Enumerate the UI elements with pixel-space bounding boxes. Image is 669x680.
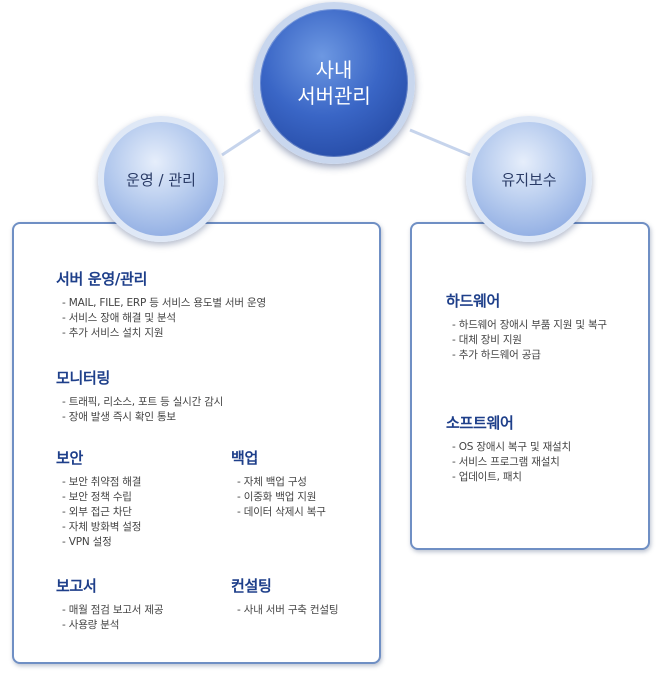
list-item: 장애 발생 즉시 확인 통보 xyxy=(56,410,223,425)
maintenance-panel: 하드웨어 하드웨어 장애시 부품 지원 및 복구 대체 장비 지원 추가 하드웨… xyxy=(410,222,650,550)
monitoring-list: 트래픽, 리소스, 포트 등 실시간 감시 장애 발생 즉시 확인 통보 xyxy=(56,395,224,425)
backup-section: 백업 자체 백업 구성 이중화 백업 지원 데이터 삭제시 복구 xyxy=(231,447,326,520)
backup-title: 백업 xyxy=(231,449,259,467)
center-node: 사내 서버관리 xyxy=(253,2,415,164)
hardware-list: 하드웨어 장애시 부품 지원 및 복구 대체 장비 지원 추가 하드웨어 공급 xyxy=(446,318,607,363)
consulting-section: 컨설팅 사내 서버 구축 컨설팅 xyxy=(231,575,338,618)
list-item: 이중화 백업 지원 xyxy=(231,490,326,505)
list-item: 대체 장비 지원 xyxy=(446,333,607,348)
list-item: 하드웨어 장애시 부품 지원 및 복구 xyxy=(446,318,607,333)
list-item: 트래픽, 리소스, 포트 등 실시간 감시 xyxy=(56,395,224,410)
maintenance-node-label: 유지보수 xyxy=(501,170,557,189)
report-section: 보고서 매월 점검 보고서 제공 사용량 분석 xyxy=(56,575,163,633)
list-item: MAIL, FILE, ERP 등 서비스 용도별 서버 운영 xyxy=(56,296,266,311)
list-item: 업데이트, 패치 xyxy=(446,470,571,485)
server-ops-title: 서버 운영/관리 xyxy=(56,270,148,288)
list-item: 서비스 장애 해결 및 분석 xyxy=(56,311,266,326)
report-title: 보고서 xyxy=(56,577,97,595)
server-ops-section: 서버 운영/관리 MAIL, FILE, ERP 등 서비스 용도별 서버 운영… xyxy=(56,268,266,341)
hardware-section: 하드웨어 하드웨어 장애시 부품 지원 및 복구 대체 장비 지원 추가 하드웨… xyxy=(446,290,607,363)
server-ops-list: MAIL, FILE, ERP 등 서비스 용도별 서버 운영 서비스 장애 해… xyxy=(56,296,266,341)
security-title: 보안 xyxy=(56,449,84,467)
software-section: 소프트웨어 OS 장애시 복구 및 재설치 서비스 프로그램 재설치 업데이트,… xyxy=(446,412,571,485)
list-item: 매월 점검 보고서 제공 xyxy=(56,603,164,618)
list-item: 추가 하드웨어 공급 xyxy=(446,348,607,363)
center-node-line2: 서버관리 xyxy=(297,84,371,108)
software-title: 소프트웨어 xyxy=(446,414,514,432)
list-item: 보안 정책 수립 xyxy=(56,490,141,505)
security-list: 보안 취약점 해결 보안 정책 수립 외부 접근 차단 자체 방화벽 설정 VP… xyxy=(56,475,142,550)
list-item: OS 장애시 복구 및 재설치 xyxy=(446,440,571,455)
list-item: 외부 접근 차단 xyxy=(56,505,141,520)
operations-node: 운영 / 관리 xyxy=(98,116,224,242)
list-item: 보안 취약점 해결 xyxy=(56,475,142,490)
security-section: 보안 보안 취약점 해결 보안 정책 수립 외부 접근 차단 자체 방화벽 설정… xyxy=(56,447,141,550)
maintenance-node: 유지보수 xyxy=(466,116,592,242)
monitoring-section: 모니터링 트래픽, 리소스, 포트 등 실시간 감시 장애 발생 즉시 확인 통… xyxy=(56,367,223,425)
monitoring-title: 모니터링 xyxy=(56,369,111,387)
connector-left xyxy=(221,128,261,157)
list-item: 사내 서버 구축 컨설팅 xyxy=(231,603,339,618)
list-item: 자체 방화벽 설정 xyxy=(56,520,142,535)
hardware-title: 하드웨어 xyxy=(446,292,501,310)
list-item: 자체 백업 구성 xyxy=(231,475,326,490)
list-item: 서비스 프로그램 재설치 xyxy=(446,455,571,470)
operations-node-label: 운영 / 관리 xyxy=(126,170,196,189)
center-node-line1: 사내 xyxy=(315,58,353,82)
list-item: 데이터 삭제시 복구 xyxy=(231,505,326,520)
report-list: 매월 점검 보고서 제공 사용량 분석 xyxy=(56,603,164,633)
consulting-title: 컨설팅 xyxy=(231,577,272,595)
software-list: OS 장애시 복구 및 재설치 서비스 프로그램 재설치 업데이트, 패치 xyxy=(446,440,571,485)
list-item: VPN 설정 xyxy=(56,535,141,550)
operations-panel: 서버 운영/관리 MAIL, FILE, ERP 등 서비스 용도별 서버 운영… xyxy=(12,222,381,664)
backup-list: 자체 백업 구성 이중화 백업 지원 데이터 삭제시 복구 xyxy=(231,475,326,520)
list-item: 사용량 분석 xyxy=(56,618,163,633)
consulting-list: 사내 서버 구축 컨설팅 xyxy=(231,603,339,618)
connector-right xyxy=(409,128,471,157)
list-item: 추가 서비스 설치 지원 xyxy=(56,326,266,341)
